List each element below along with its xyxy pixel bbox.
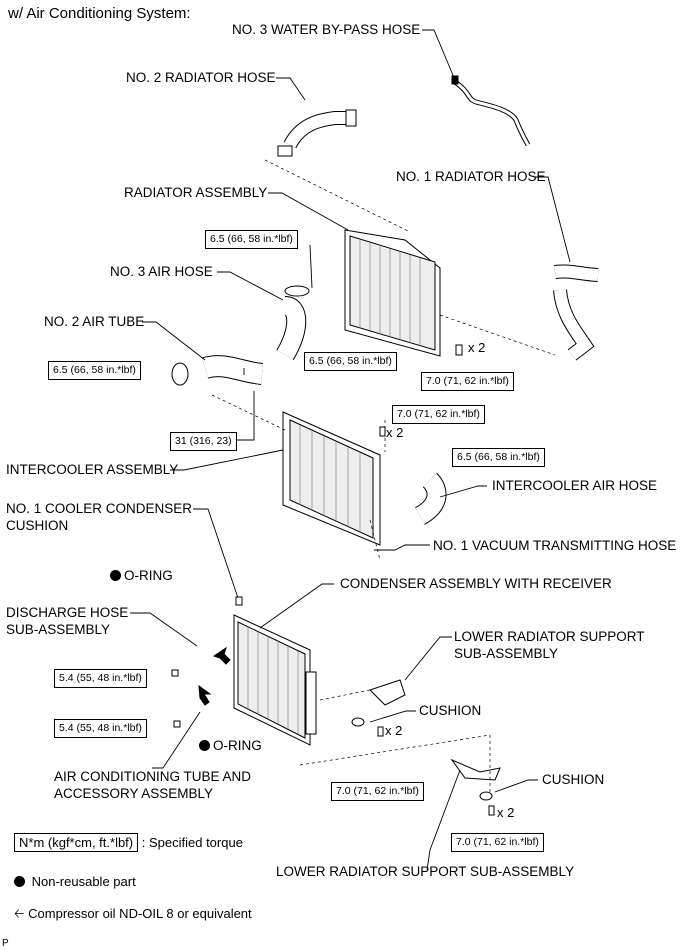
torque-lower-support-1: 7.0 (71, 62 in.*lbf)	[331, 782, 424, 801]
torque-intercooler-bolt: 31 (316, 23)	[170, 432, 237, 451]
no1-radiator-hose	[553, 264, 599, 361]
radiator-assembly	[344, 229, 441, 357]
non-reusable-dot-icon	[14, 876, 25, 887]
oil-arrow-1	[212, 646, 231, 665]
leader-lines	[130, 29, 571, 871]
label-radiator-assembly: RADIATOR ASSEMBLY	[124, 185, 268, 200]
intercooler-assembly	[282, 411, 381, 546]
label-intercooler-air-hose: INTERCOOLER AIR HOSE	[492, 478, 658, 493]
legend-non-reusable: Non-reusable part	[14, 874, 136, 890]
legend-torque-box: N*m (kgf*cm, ft.*lbf)	[14, 833, 139, 852]
torque-radiator-bolt: 7.0 (71, 62 in.*lbf)	[421, 372, 514, 391]
oil-arrow-2	[198, 684, 212, 706]
water-bypass-hose	[451, 75, 531, 147]
label-discharge-hose-2: SUB-ASSEMBLY	[6, 622, 111, 637]
label-intercooler-assembly: INTERCOOLER ASSEMBLY	[6, 462, 179, 477]
torque-ac-tube: 5.4 (55, 48 in.*lbf)	[54, 719, 147, 738]
torque-intercooler-top: 7.0 (71, 62 in.*lbf)	[392, 405, 485, 424]
non-reusable-dot-icon	[199, 740, 210, 751]
legend-torque-text: : Specified torque	[141, 835, 243, 850]
torque-discharge: 5.4 (55, 48 in.*lbf)	[54, 669, 147, 688]
torque-air-hose-clamp: 6.5 (66, 58 in.*lbf)	[205, 230, 298, 249]
label-no1-vacuum-transmitting-hose: NO. 1 VACUUM TRANSMITTING HOSE	[433, 538, 677, 553]
lower-support-bracket-2	[450, 758, 501, 781]
label-cooler-condenser-cushion-1: NO. 1 COOLER CONDENSER	[6, 501, 193, 516]
torque-air-tube: 6.5 (66, 58 in.*lbf)	[48, 361, 141, 380]
o-ring-bottom-text: O-RING	[213, 738, 262, 753]
condenser-assembly	[233, 614, 317, 746]
lower-support-bracket-1	[369, 679, 406, 706]
legend-non-reusable-text: Non-reusable part	[31, 874, 136, 889]
o-ring-top-text: O-RING	[124, 568, 173, 583]
no3-air-hose	[276, 285, 310, 361]
non-reusable-dot-icon	[110, 570, 121, 581]
label-cooler-condenser-cushion-2: CUSHION	[6, 518, 69, 533]
label-condenser-assembly: CONDENSER ASSEMBLY WITH RECEIVER	[340, 576, 612, 591]
torque-lower-support-2: 7.0 (71, 62 in.*lbf)	[451, 833, 544, 852]
intercooler-air-hose-part	[414, 472, 447, 525]
label-lower-support-right-2: SUB-ASSEMBLY	[454, 646, 559, 661]
no2-air-tube	[171, 355, 264, 386]
torque-air-hose-lower: 6.5 (66, 58 in.*lbf)	[304, 352, 397, 371]
label-o-ring-bottom: O-RING	[199, 738, 262, 754]
label-ac-tube-1: AIR CONDITIONING TUBE AND	[54, 769, 252, 784]
legend-torque: N*m (kgf*cm, ft.*lbf) : Specified torque	[14, 833, 243, 852]
label-cushion-1: CUSHION	[419, 703, 482, 718]
oil-arrow-icon: 🡠	[14, 906, 25, 921]
dashed-guides	[211, 159, 556, 800]
no2-radiator-hose	[277, 109, 357, 157]
label-no2-air-tube: NO. 2 AIR TUBE	[44, 314, 145, 329]
legend-oil: 🡠 Compressor oil ND-OIL 8 or equivalent	[14, 906, 252, 922]
header-title: w/ Air Conditioning System:	[8, 5, 191, 22]
label-no3-air-hose: NO. 3 AIR HOSE	[110, 264, 213, 279]
qty-radiator-bolt: x 2	[468, 340, 486, 355]
label-lower-support-bottom: LOWER RADIATOR SUPPORT SUB-ASSEMBLY	[276, 864, 575, 879]
label-ac-tube-2: ACCESSORY ASSEMBLY	[54, 786, 214, 801]
label-lower-support-right-1: LOWER RADIATOR SUPPORT	[454, 629, 645, 644]
label-no2-radiator-hose: NO. 2 RADIATOR HOSE	[126, 70, 276, 85]
label-cushion-2: CUSHION	[542, 772, 605, 787]
bolts	[171, 344, 495, 816]
legend-oil-text: Compressor oil ND-OIL 8 or equivalent	[28, 906, 252, 921]
label-discharge-hose-1: DISCHARGE HOSE	[6, 605, 129, 620]
qty-lower-support-1: x 2	[385, 723, 403, 738]
torque-intercooler-air-hose: 6.5 (66, 58 in.*lbf)	[452, 448, 545, 467]
label-no1-radiator-hose: NO. 1 RADIATOR HOSE	[396, 169, 546, 184]
label-o-ring-top: O-RING	[110, 568, 173, 584]
qty-lower-support-2: x 2	[497, 805, 515, 820]
footer-code: P	[2, 938, 9, 949]
label-no3-water-bypass-hose: NO. 3 WATER BY-PASS HOSE	[232, 22, 421, 37]
qty-intercooler-bolt: x 2	[386, 425, 404, 440]
